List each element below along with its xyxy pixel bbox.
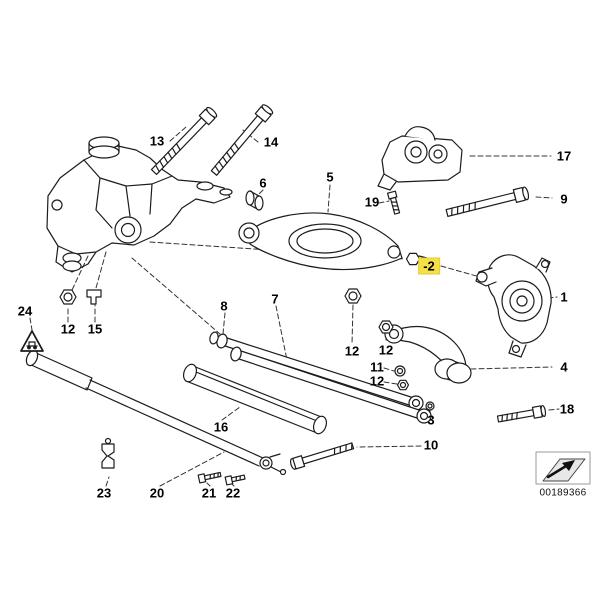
part-label-3[interactable]: 3 <box>427 412 435 428</box>
bushing-6 <box>245 190 264 211</box>
wheel-carrier-1 <box>475 254 552 358</box>
part-label-14[interactable]: 14 <box>263 134 279 150</box>
part-label-8[interactable]: 8 <box>220 298 228 314</box>
bolt-14 <box>210 104 274 176</box>
screw-22 <box>224 474 246 486</box>
bolt-10 <box>289 442 355 470</box>
holder-clip-23 <box>101 437 115 469</box>
screw-19 <box>386 190 401 215</box>
part-label-24[interactable]: 24 <box>17 303 33 319</box>
part-label-17[interactable]: 17 <box>556 148 572 164</box>
part-label-21[interactable]: 21 <box>201 485 217 501</box>
rear-axle-subframe <box>46 136 233 273</box>
nut-12-a <box>59 289 77 305</box>
integral-link-4 <box>384 324 472 384</box>
part-label-23[interactable]: 23 <box>96 485 112 501</box>
bolt-2 <box>405 252 428 266</box>
warning-triangle-icon <box>20 330 44 352</box>
strut-rod-8 <box>209 331 424 411</box>
part-label-11[interactable]: 11 <box>370 359 384 375</box>
part-label-13[interactable]: 13 <box>149 133 165 149</box>
part-label-16[interactable]: 16 <box>213 419 229 435</box>
nut-12-d <box>396 379 410 391</box>
stabilizer-rod-20 <box>25 349 287 476</box>
image-number: 00189366 <box>539 487 587 499</box>
upper-control-arm-5 <box>238 212 403 271</box>
page-arrow-icon <box>535 451 591 485</box>
part-label-12-b[interactable]: 12 <box>344 343 360 359</box>
part-label-10[interactable]: 10 <box>423 437 439 453</box>
snap-ring-3 <box>425 401 435 411</box>
part-label-1[interactable]: 1 <box>560 289 568 305</box>
part-label-12-c[interactable]: 12 <box>378 342 394 358</box>
part-label-7[interactable]: 7 <box>271 291 279 307</box>
washer-11 <box>394 365 406 377</box>
part-label-20[interactable]: 20 <box>149 485 165 501</box>
clip-15 <box>86 289 102 305</box>
protection-tube-16 <box>182 363 328 435</box>
nut-12-c <box>378 320 394 334</box>
part-label-12-d[interactable]: 12 <box>369 373 385 389</box>
screw-21 <box>197 471 222 484</box>
part-label-4[interactable]: 4 <box>560 359 568 375</box>
part-label-18[interactable]: 18 <box>559 401 575 417</box>
bolt-13 <box>150 106 218 176</box>
part-label-15[interactable]: 15 <box>87 321 103 337</box>
strut-rod-7 <box>230 346 432 424</box>
part-label-12-a[interactable]: 12 <box>60 321 76 337</box>
bolt-18 <box>496 404 547 423</box>
part-label-19[interactable]: 19 <box>364 194 380 210</box>
part-label-9[interactable]: 9 <box>560 191 568 207</box>
part-label-22[interactable]: 22 <box>225 485 241 501</box>
part-label-5[interactable]: 5 <box>326 169 334 185</box>
mount-bracket-17 <box>377 126 463 191</box>
part-label-6[interactable]: 6 <box>259 175 267 191</box>
nut-12-b <box>344 288 362 304</box>
part-label-2-highlighted[interactable]: -2 <box>418 257 440 275</box>
bolt-9 <box>445 186 530 217</box>
